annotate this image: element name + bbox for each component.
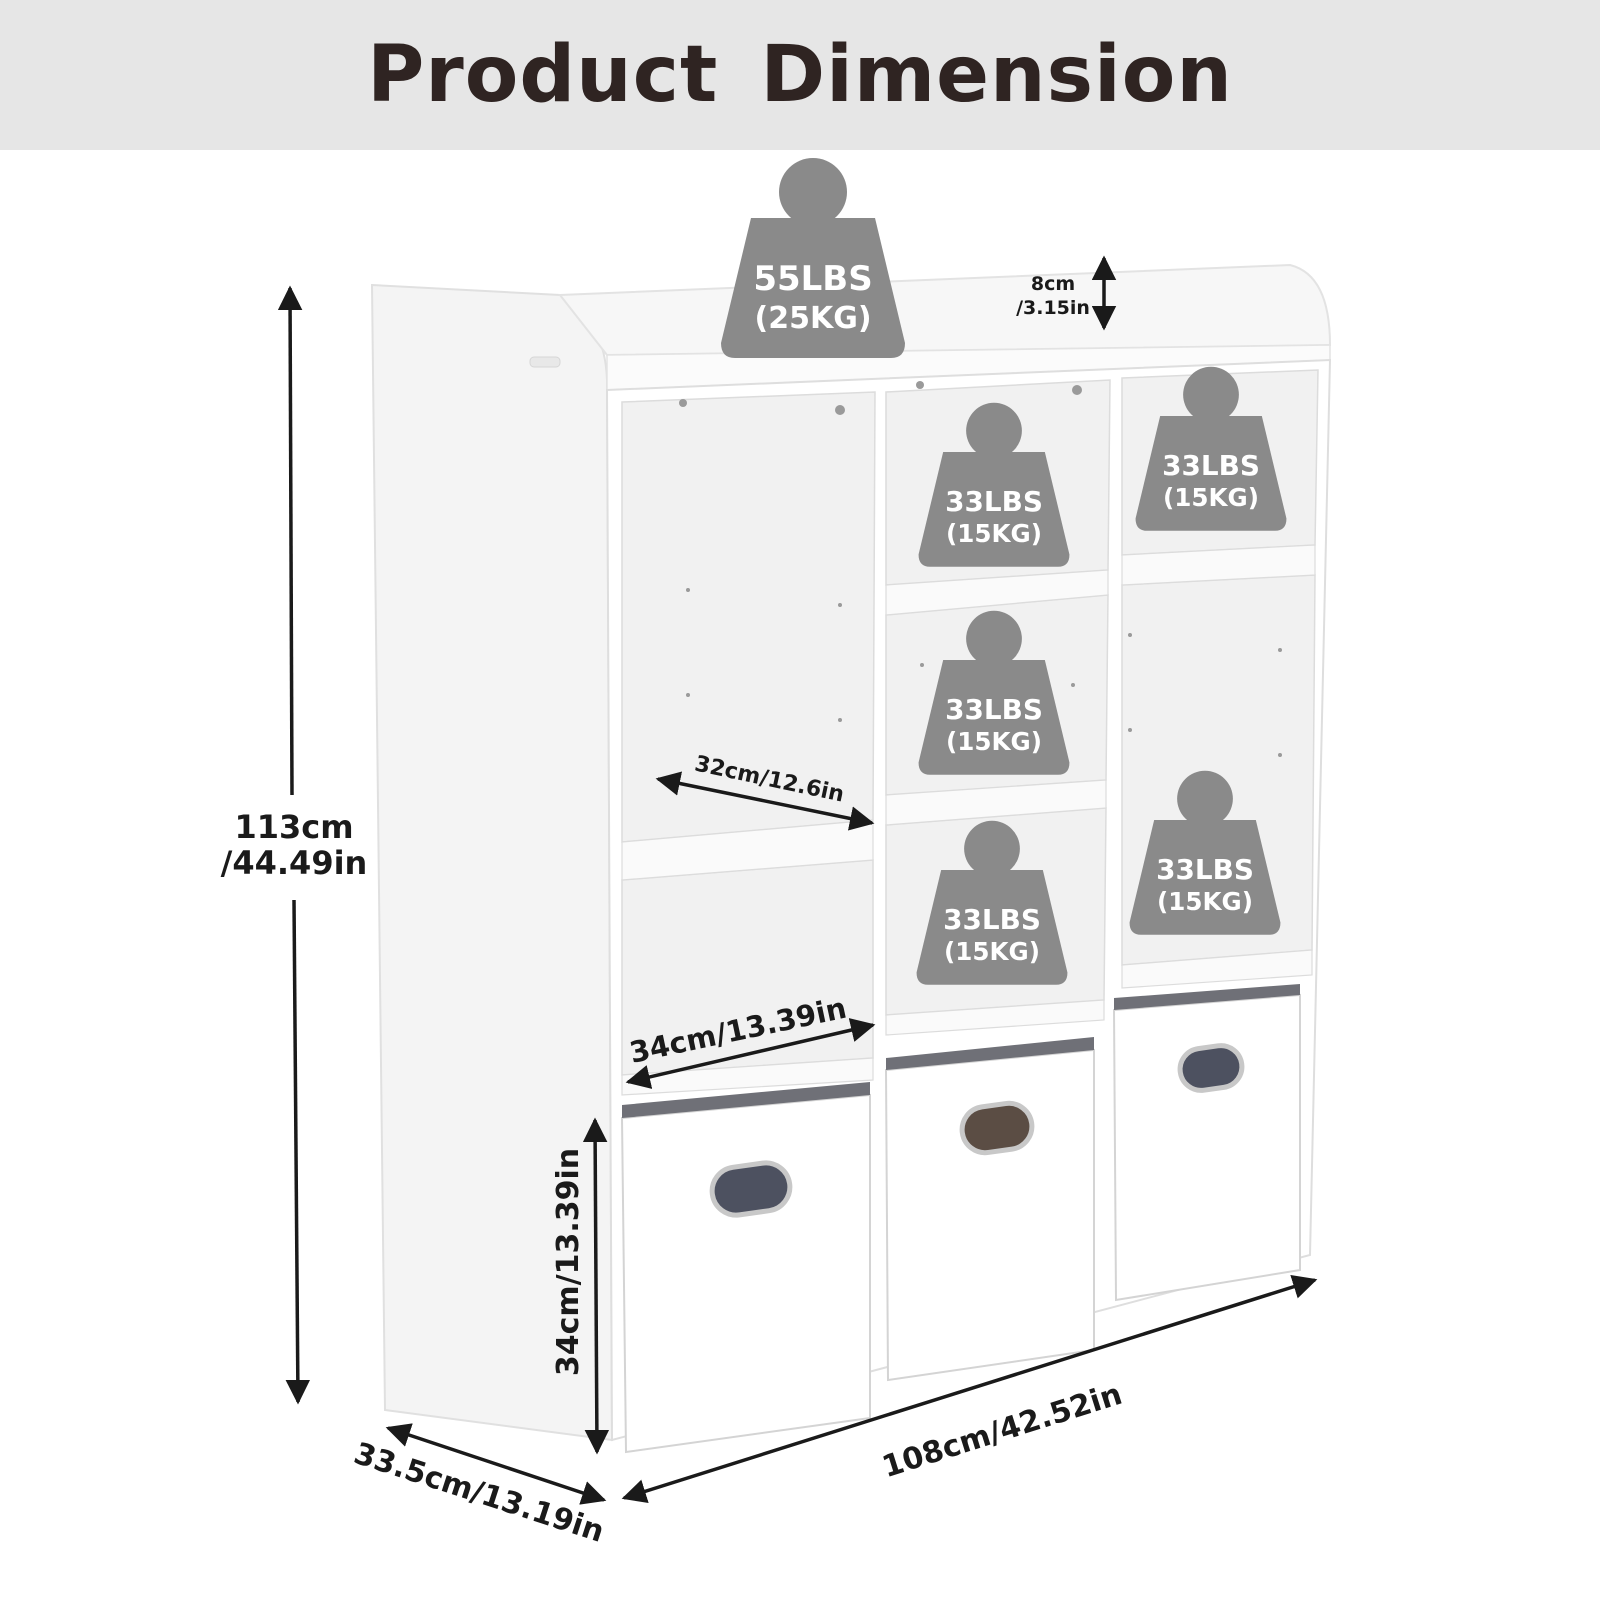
storage-bin-left xyxy=(620,1082,871,1454)
svg-text:(15KG): (15KG) xyxy=(944,937,1040,966)
svg-text:(15KG): (15KG) xyxy=(1163,483,1259,512)
header-banner: Product Dimension xyxy=(0,0,1600,150)
svg-text:(15KG): (15KG) xyxy=(946,519,1042,548)
rail-height-label-in: /3.15in xyxy=(1016,297,1090,319)
weight-badge-middle-center: 33LBS (15KG) xyxy=(918,610,1070,775)
svg-text:55LBS: 55LBS xyxy=(753,259,872,299)
width-label: 108cm/42.52in xyxy=(878,1377,1126,1485)
svg-text:(25KG): (25KG) xyxy=(754,301,871,336)
bin-height-arrow xyxy=(582,1117,610,1455)
svg-text:33LBS: 33LBS xyxy=(1156,853,1254,886)
weight-badge-right-top: 33LBS (15KG) xyxy=(1135,366,1287,531)
weight-badge-right-bottom: 33LBS (15KG) xyxy=(1129,770,1281,935)
shelf-depth-arrow xyxy=(655,771,875,831)
weight-badge-middle-top: 33LBS (15KG) xyxy=(918,402,1070,567)
storage-bin-right xyxy=(1112,984,1301,1302)
svg-text:(15KG): (15KG) xyxy=(946,727,1042,756)
height-label-cm: 113cm xyxy=(234,808,353,846)
svg-text:33LBS: 33LBS xyxy=(1162,449,1260,482)
svg-text:33LBS: 33LBS xyxy=(945,485,1043,518)
weight-badge-middle-bottom: 33LBS (15KG) xyxy=(916,820,1068,985)
svg-text:33LBS: 33LBS xyxy=(945,693,1043,726)
weight-badge-top: 55LBS (25KG) xyxy=(721,158,905,358)
height-arrow-bottom xyxy=(285,899,311,1405)
width-arrow xyxy=(621,1274,1318,1504)
height-arrow-top xyxy=(277,285,303,796)
product-illustration: 55LBS (25KG) 33LBS (15KG) 33LBS (15KG) 3… xyxy=(221,158,1332,1550)
height-label-in: /44.49in xyxy=(221,844,368,882)
rail-height-label-cm: 8cm xyxy=(1031,273,1075,295)
svg-text:(15KG): (15KG) xyxy=(1157,887,1253,916)
svg-text:33LBS: 33LBS xyxy=(943,903,1041,936)
bin-height-label: 34cm/13.39in xyxy=(551,1148,586,1376)
page-title: Product Dimension xyxy=(367,30,1233,120)
shelf-width-arrow xyxy=(625,1018,876,1089)
storage-bin-middle xyxy=(884,1037,1095,1382)
depth-arrow xyxy=(385,1423,607,1505)
depth-label: 33.5cm/13.19in xyxy=(350,1436,609,1550)
